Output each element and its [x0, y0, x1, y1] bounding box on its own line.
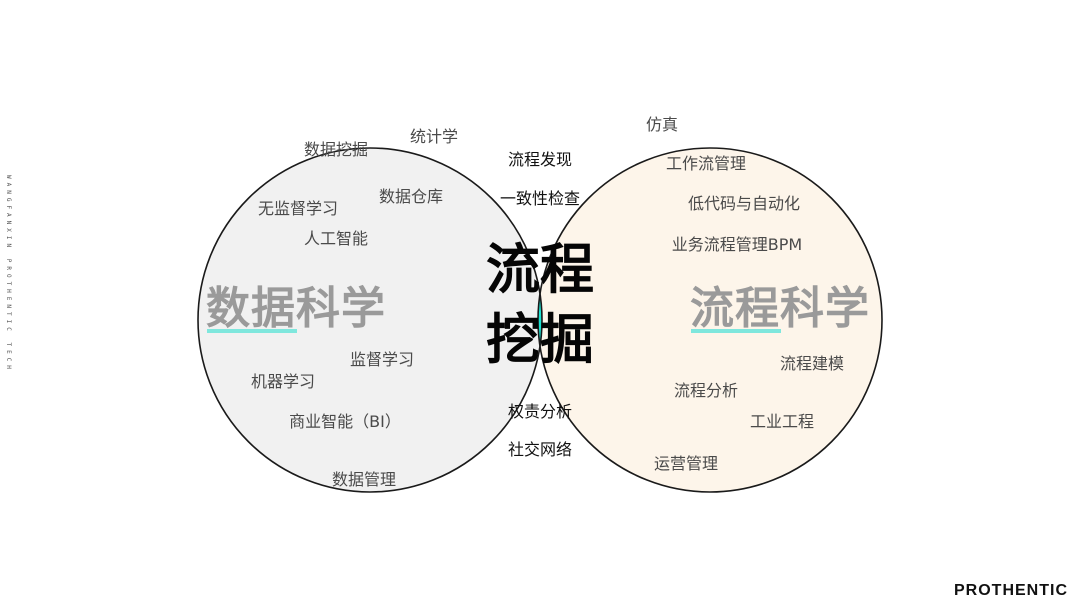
left-circle [198, 148, 542, 492]
left-item: 无监督学习 [257, 199, 339, 218]
center-title-line2: 挖掘 [486, 308, 594, 371]
overlap-item: 流程发现 [507, 150, 573, 169]
right-item: 工业工程 [749, 412, 815, 431]
overlap-item: 权责分析 [507, 402, 573, 421]
right-circle-outline [537, 147, 883, 493]
right-item: 低代码与自动化 [687, 194, 801, 213]
overlap-item: 一致性检查 [499, 189, 581, 208]
left-circle-outline [197, 147, 543, 493]
right-item: 仿真 [645, 115, 679, 134]
left-item: 商业智能（BI） [289, 412, 401, 431]
left-item: 数据挖掘 [303, 140, 369, 159]
side-tag: WANGFANXIN PROTHENTIC TECH [5, 175, 12, 373]
left-item: 机器学习 [250, 372, 316, 391]
right-item: 流程分析 [673, 381, 739, 400]
right-item: 运营管理 [653, 454, 719, 473]
brand-logo: PROTHENTIC [954, 582, 1068, 599]
right-circle [538, 148, 882, 492]
left-item: 监督学习 [349, 350, 415, 369]
right-title-underline [691, 329, 781, 333]
right-item: 业务流程管理BPM [671, 235, 803, 254]
right-item: 工作流管理 [665, 154, 747, 173]
overlap-item: 社交网络 [507, 440, 573, 459]
center-title-line1: 流程 [486, 238, 594, 301]
left-title-underline [207, 329, 297, 333]
right-item: 流程建模 [779, 354, 845, 373]
left-item: 数据仓库 [378, 187, 444, 206]
right-title: 流程科学 [690, 283, 870, 334]
left-item: 数据管理 [331, 470, 397, 489]
left-item: 人工智能 [303, 229, 369, 248]
center-title: 流程 挖掘 [486, 235, 594, 375]
left-item: 统计学 [409, 127, 459, 146]
left-title: 数据科学 [206, 283, 386, 334]
